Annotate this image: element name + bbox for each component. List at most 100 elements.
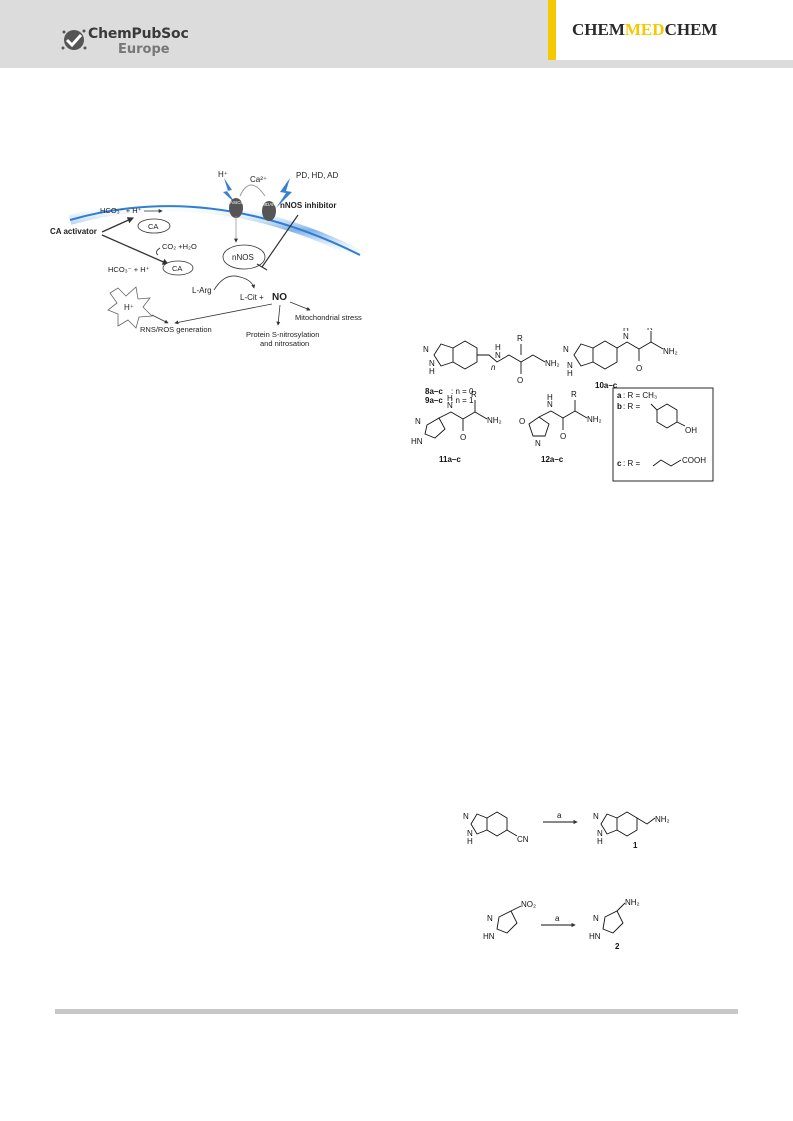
s2p-hn: HN <box>589 932 601 941</box>
s2p-n: N <box>593 914 599 923</box>
s1p-nh: N <box>597 829 603 838</box>
ca-nnos-pathway-figure: H⁺ Ca²⁺ PD, HD, AD ASICs NMDAR nNOS inhi… <box>50 170 363 348</box>
diseases-label: PD, HD, AD <box>296 171 338 180</box>
ca-enzyme-label-1: CA <box>148 222 158 231</box>
cmp12-amide-n: N <box>547 400 553 409</box>
n-subscript: n <box>491 363 496 372</box>
product-substituent-2: NH₂ <box>625 898 640 907</box>
protein-label-1: Protein S-nitrosylation <box>246 330 319 339</box>
journal-title-part2: MED <box>624 20 665 39</box>
journal-title-part3: CHEM <box>664 20 718 39</box>
s1-nh: N <box>467 829 473 838</box>
reagent-label-1: a <box>557 811 562 820</box>
compound-8-label: 8a–c <box>425 387 443 396</box>
s1-h: H <box>467 837 473 846</box>
cmp10-amine-label: NH₂ <box>663 347 678 356</box>
reagent-label-2: a <box>555 914 560 923</box>
carbonyl-o-label: O <box>517 376 523 385</box>
lightning-icon <box>276 178 292 208</box>
compound-11-label: 11a–c <box>439 455 461 464</box>
nnos-enzyme <box>222 244 266 270</box>
compound-structures-figure: N N H n N H R O NH₂ 8a–c : n = 0 9a–c : … <box>411 328 714 482</box>
cmp10-amide-n: N <box>623 332 629 341</box>
nmdar-label: NMDAR <box>259 202 276 207</box>
cmp12-amine-label: NH₂ <box>587 415 602 424</box>
s2-n: N <box>487 914 493 923</box>
proton-burst-icon <box>107 286 153 329</box>
reactant-substituent: CN <box>517 835 529 844</box>
hco3-equation-1: HCO₃⁻ + H⁺ <box>100 206 142 215</box>
cmp12-o-label: O <box>560 432 566 441</box>
ca-enzyme-2 <box>162 260 194 276</box>
amide-h-label: H <box>495 343 501 352</box>
cmp11-amine-label: NH₂ <box>487 416 502 425</box>
cmp10-o-label: O <box>636 364 642 373</box>
phenol-oh-label: OH <box>685 426 697 435</box>
scheme-2-reaction: N HN NO₂ a N HN NH₂ 2 <box>483 898 640 951</box>
h-plus-label: H⁺ <box>218 170 228 179</box>
indazole-h-label: H <box>429 367 435 376</box>
ca-enzyme-label-2: CA <box>172 264 182 273</box>
box-b-value: : R = <box>623 402 640 411</box>
journal-title: CHEMMEDCHEM <box>572 20 717 40</box>
cooh-label: COOH <box>682 456 706 465</box>
compound-9-label: 9a–c <box>425 396 443 405</box>
box-a-key: a <box>617 391 622 400</box>
indazole-nh-label: N <box>429 359 435 368</box>
box-a-value: : R = CH₃ <box>623 391 657 400</box>
co2-equation-2: CO₂ +H₂O <box>162 242 197 251</box>
cmp10-r-label: R <box>647 328 653 332</box>
s2-hn: HN <box>483 932 495 941</box>
journal-accent-bar <box>548 0 556 60</box>
product-1-label: 1 <box>633 841 638 850</box>
cmp12-amide-h: H <box>547 393 553 402</box>
cmp12-r-label: R <box>571 390 577 399</box>
box-b-key: b <box>617 402 622 411</box>
publisher-logo: ChemPubSoc Europe <box>60 22 190 62</box>
asics-channel <box>229 198 243 218</box>
cmp11-o-label: O <box>460 433 466 442</box>
hco3-equation-2: HCO₃⁻ + H⁺ <box>108 265 150 274</box>
product-2-label: 2 <box>615 942 620 951</box>
amide-n-label: N <box>495 351 501 360</box>
journal-title-part1: CHEM <box>572 20 625 39</box>
cmp11-amide-h: H <box>447 394 453 403</box>
indazole-n-label: N <box>423 345 429 354</box>
compound-9-condition: : n = 1 <box>451 396 474 405</box>
box-c-value: : R = <box>623 459 640 468</box>
cmp11-n-label: N <box>415 417 421 426</box>
s1-n1: N <box>463 812 469 821</box>
cmp11-amide-n: N <box>447 401 453 410</box>
cmp10-nh-label: N <box>567 361 573 370</box>
product-substituent-1: NH₂ <box>655 815 670 824</box>
cmp10-h-label: H <box>567 369 573 378</box>
nmdar-channel <box>262 201 276 221</box>
cmp10-amide-h: H <box>623 328 629 333</box>
s1p-n1: N <box>593 812 599 821</box>
nnos-inhibitor-label: nNOS inhibitor <box>280 201 336 210</box>
ca2-label: Ca²⁺ <box>250 175 267 184</box>
rns-label: RNS/ROS generation <box>140 325 212 334</box>
scheme-1-reaction: N N H CN a N N H NH₂ 1 <box>463 811 670 850</box>
chempubsoc-star-icon <box>61 29 87 50</box>
journal-banner <box>548 0 793 60</box>
compound-8-condition: : n = 0 <box>451 387 474 396</box>
box-c-key: c <box>617 459 622 468</box>
amine-label: NH₂ <box>545 359 560 368</box>
lightning-icon <box>223 178 236 204</box>
l-cit-label: L-Cit + <box>240 293 264 302</box>
cmp12-o-ring: O <box>519 417 525 426</box>
no-label: NO <box>272 292 287 303</box>
ca-activator-label: CA activator <box>50 227 97 236</box>
cmp12-n-ring: N <box>535 439 541 448</box>
cmp11-r-label: R <box>471 390 477 399</box>
l-arg-label: L-Arg <box>192 286 212 295</box>
h-plus-burst-label: H⁺ <box>124 303 134 312</box>
asics-label: ASICs <box>230 200 244 205</box>
r-group-label: R <box>517 334 523 343</box>
mito-label: Mitochondrial stress <box>295 313 362 322</box>
protein-label-2: and nitrosation <box>260 339 309 348</box>
page-header: ChemPubSoc Europe CHEMMEDCHEM <box>0 0 793 68</box>
s1p-h: H <box>597 837 603 846</box>
footer-rule <box>55 1009 738 1014</box>
